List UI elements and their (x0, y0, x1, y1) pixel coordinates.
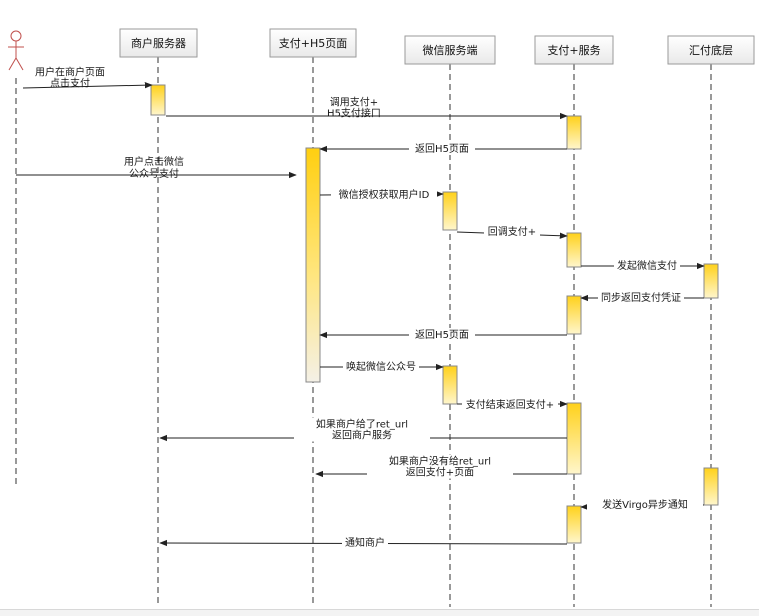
message-label: 返回H5页面 (415, 329, 469, 341)
participant-label: 商户服务器 (131, 36, 186, 50)
activation-pay (566, 295, 582, 335)
message-m7: 发起微信支付 (581, 259, 705, 272)
message-label: 同步返回支付凭证 (601, 291, 681, 304)
activation-merchant (150, 84, 166, 116)
message-label: 用户点击微信 (124, 155, 184, 168)
message-m5: 微信授权获取用户ID (319, 188, 444, 201)
stick-figure-icon (8, 30, 24, 71)
participant-wechat: 微信服务端 (404, 35, 496, 65)
participant-pay: 支付+服务 (534, 35, 614, 65)
message-m9: 返回H5页面 (319, 328, 567, 341)
message-m10: 唤起微信公众号 (320, 360, 444, 373)
message-label: 发送Virgo异步通知 (602, 498, 688, 511)
message-label: 微信授权获取用户ID (339, 188, 430, 201)
message-label: 返回商户服务 (332, 429, 392, 442)
activation-h5 (305, 147, 321, 383)
participant-label: 支付+服务 (547, 44, 600, 57)
message-label: 回调支付+ (488, 225, 536, 238)
message-label: 如果商户给了ret_url (316, 418, 408, 431)
message-m8: 同步返回支付凭证 (580, 291, 704, 304)
activation-huifu (703, 467, 719, 506)
participant-label: 支付+H5页面 (279, 37, 348, 50)
message-label: 通知商户 (345, 536, 385, 549)
message-label: 返回H5页面 (415, 143, 469, 155)
message-label: 用户在商户页面 (35, 66, 105, 79)
activation-wechat (442, 365, 458, 405)
participant-huifu: 汇付底层 (667, 35, 755, 65)
participant-h5: 支付+H5页面 (269, 28, 357, 58)
activation-pay (566, 232, 582, 268)
message-arrow (22, 81, 153, 89)
message-m11: 支付结束返回支付+ (457, 398, 568, 411)
message-label: 唤起微信公众号 (346, 360, 416, 373)
message-label: 点击支付 (50, 77, 90, 90)
message-m14: 发送Virgo异步通知 (580, 498, 705, 511)
scrollbar-track (0, 609, 759, 616)
message-label: H5支付接口 (327, 107, 381, 120)
message-label: 发起微信支付 (617, 259, 677, 272)
activation-huifu (703, 263, 719, 299)
message-label: 如果商户没有给ret_url (389, 455, 491, 468)
participant-label: 微信服务端 (423, 43, 478, 57)
message-m3: 返回H5页面 (319, 142, 567, 155)
participant-merchant: 商户服务器 (119, 28, 198, 58)
activation-pay (566, 402, 582, 475)
message-label: 公众号支付 (129, 167, 179, 180)
activation-wechat (442, 191, 458, 231)
message-label: 调用支付+ (330, 96, 378, 109)
message-m2: 调用支付+H5支付接口 (166, 96, 568, 120)
message-label: 支付结束返回支付+ (466, 398, 554, 411)
message-m6: 回调支付+ (456, 225, 568, 239)
participant-label: 汇付底层 (689, 43, 733, 57)
activation-pay (566, 505, 582, 544)
activation-pay (566, 115, 582, 150)
message-m15: 通知商户 (159, 536, 568, 549)
message-label: 返回支付+页面 (406, 466, 474, 479)
